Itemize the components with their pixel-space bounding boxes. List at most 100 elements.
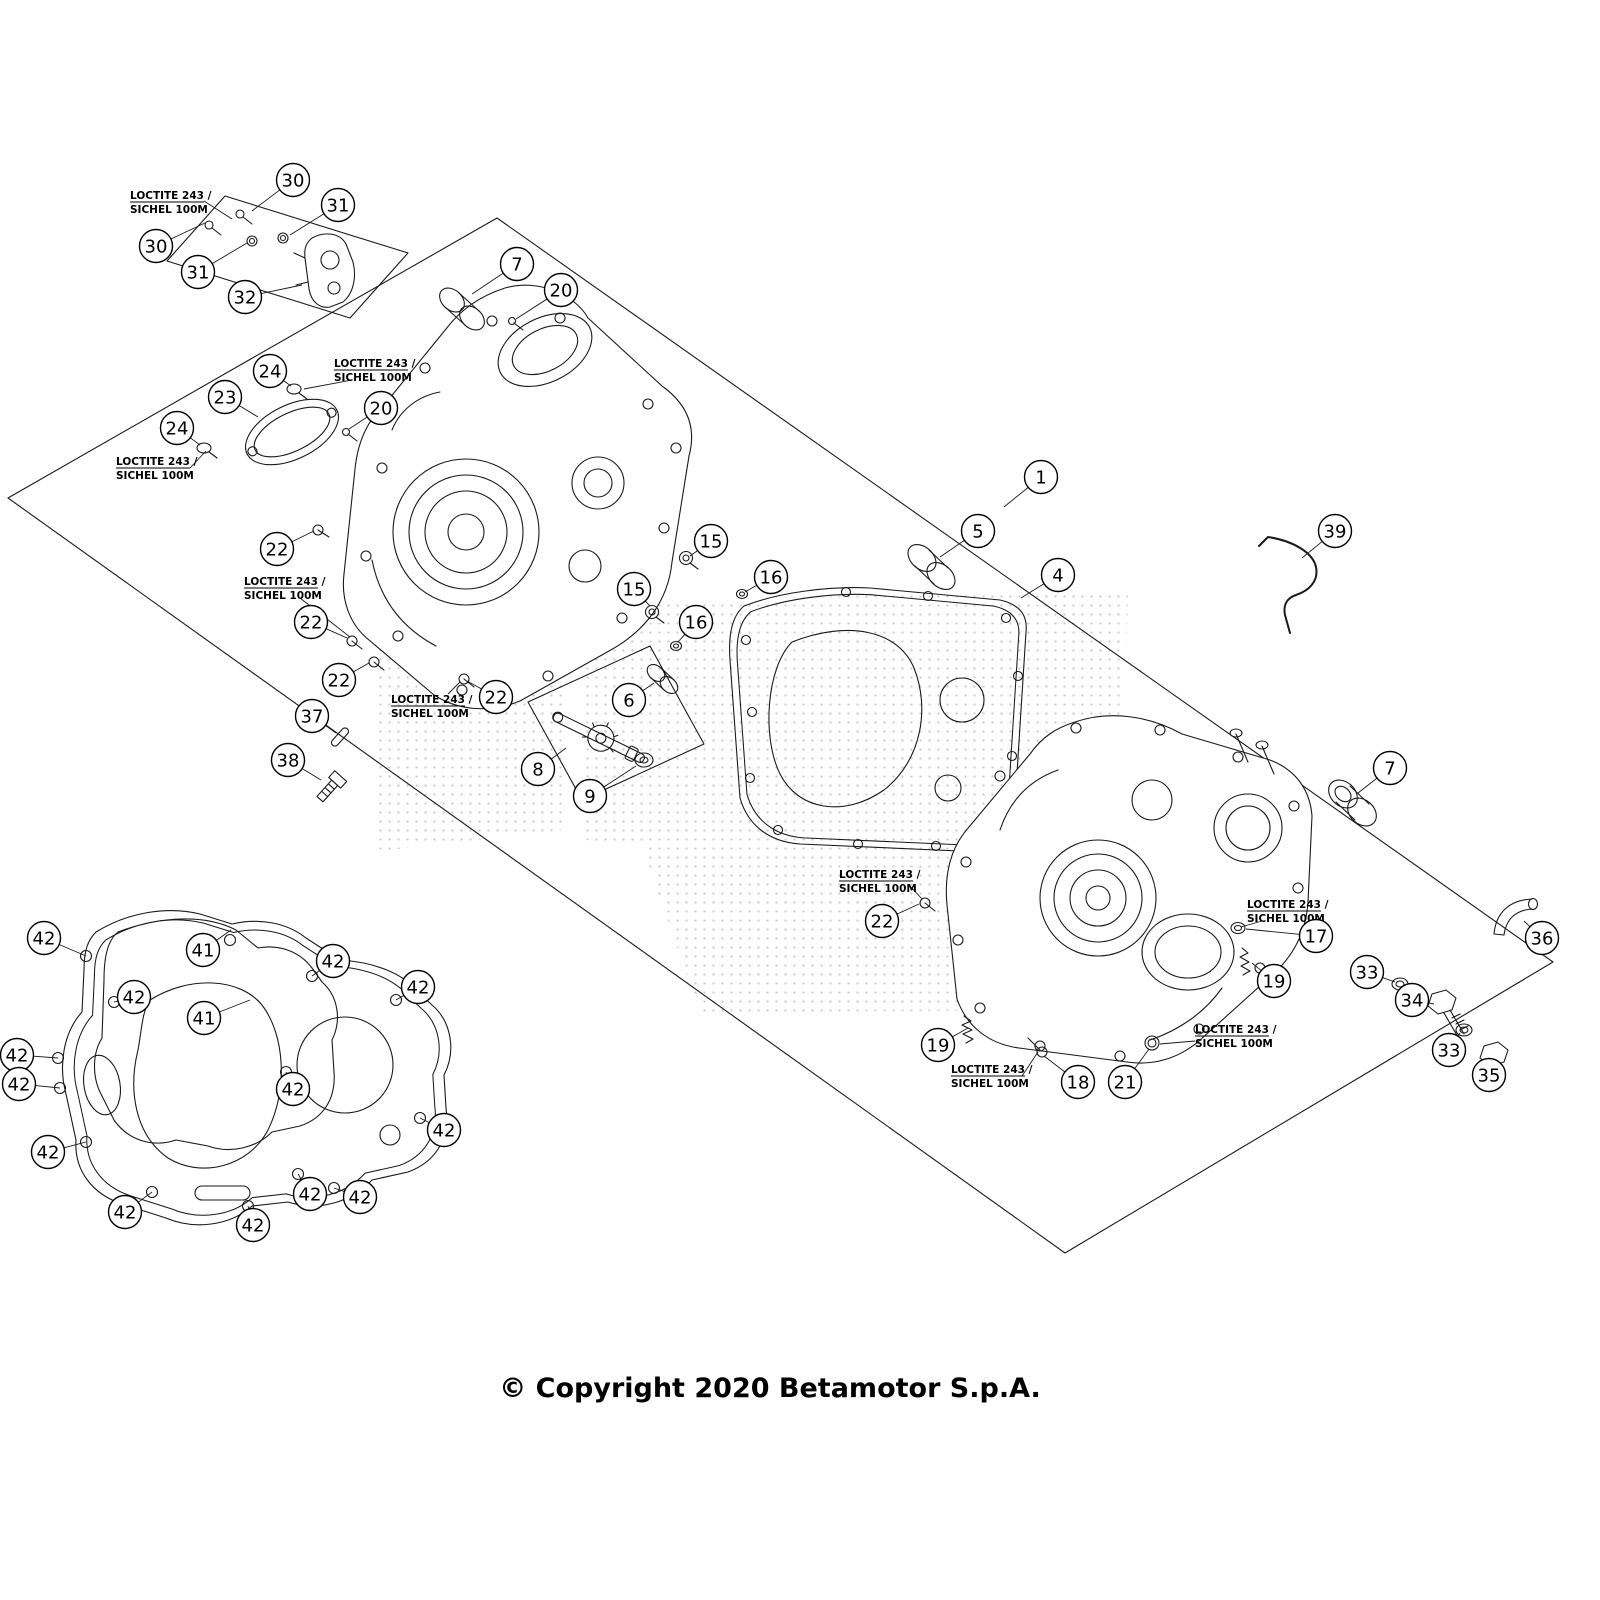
washer-9 — [634, 752, 654, 768]
part-callout-36: 36 — [1523, 920, 1560, 956]
adhesive-note: LOCTITE 243 /SICHEL 100M — [1159, 1024, 1277, 1050]
callout-number: 31 — [187, 263, 210, 284]
plug-22-d — [458, 673, 475, 688]
callout-number: 39 — [1324, 522, 1347, 543]
washer-16-a — [735, 588, 749, 600]
part-callout-35: 35 — [1471, 1057, 1507, 1093]
adhesive-note: LOCTITE 243 /SICHEL 100M — [303, 358, 416, 390]
callout-number: 22 — [871, 912, 894, 933]
part-callout-5: 5 — [939, 513, 996, 558]
part-callout-33: 33 — [1431, 1032, 1467, 1068]
bushing-7-right — [1328, 779, 1377, 827]
adhesive-note: LOCTITE 243 /SICHEL 100M — [1240, 899, 1329, 928]
callout-number: 7 — [1384, 759, 1395, 780]
part-callout-41: 41 — [185, 929, 232, 968]
part-callout-19: 19 — [1251, 962, 1292, 999]
part-callout-42: 42 — [30, 1134, 87, 1170]
part-callout-39: 39 — [1301, 513, 1353, 559]
part-callout-37: 37 — [294, 698, 337, 734]
callout-number: 19 — [927, 1036, 950, 1057]
callout-number: 22 — [328, 671, 351, 692]
callout-number: 42 — [349, 1188, 372, 1209]
gasket-23 — [244, 398, 340, 466]
bracket-32 — [293, 233, 356, 308]
part-callout-16: 16 — [744, 559, 789, 595]
washer-16-b — [669, 640, 683, 652]
part-callout-22: 22 — [259, 530, 315, 567]
part-callout-17: 17 — [1245, 918, 1334, 954]
part-callout-9: 9 — [572, 765, 637, 814]
callout-number: 18 — [1067, 1073, 1090, 1094]
callout-number: 42 — [8, 1075, 31, 1096]
isometric-plane-small — [166, 195, 409, 319]
bushing-7-left — [439, 287, 485, 331]
part-callout-42: 42 — [275, 1071, 311, 1107]
plug-24-b — [196, 442, 218, 459]
part-callout-42: 42 — [113, 979, 152, 1015]
callout-number: 20 — [370, 399, 393, 420]
part-callout-20: 20 — [515, 272, 579, 320]
callout-number: 33 — [1438, 1041, 1461, 1062]
adhesive-note-line2: SICHEL 100M — [130, 204, 208, 216]
callout-number: 4 — [1052, 566, 1063, 587]
callout-number: 42 — [33, 929, 56, 950]
plug-22-c — [368, 656, 385, 671]
callout-number: 7 — [511, 255, 522, 276]
callout-number: 31 — [327, 196, 350, 217]
gasket-42 — [51, 910, 452, 1226]
isometric-plane-shaft — [527, 645, 705, 801]
adhesive-note-line2: SICHEL 100M — [116, 470, 194, 482]
callout-number: 30 — [145, 237, 168, 258]
part-callout-8: 8 — [520, 747, 567, 787]
bolt-34 — [1427, 989, 1469, 1038]
callout-number: 42 — [299, 1185, 322, 1206]
part-callout-22: 22 — [293, 604, 348, 640]
callout-number: 36 — [1531, 929, 1554, 950]
callout-number: 37 — [301, 707, 324, 728]
shaft-8 — [552, 711, 645, 763]
callout-number: 24 — [166, 419, 189, 440]
adhesive-note-line2: SICHEL 100M — [391, 708, 469, 720]
nut-21 — [1144, 1035, 1160, 1051]
adhesive-note-line2: SICHEL 100M — [839, 883, 917, 895]
plug-22-e — [919, 897, 936, 912]
part-callout-22: 22 — [321, 662, 370, 698]
part-callout-42: 42 — [292, 1173, 328, 1212]
part-callout-42: 42 — [419, 1112, 462, 1148]
callout-number: 42 — [37, 1143, 60, 1164]
part-callout-42: 42 — [1, 1066, 61, 1102]
adhesive-note-line1: LOCTITE 243 / — [839, 869, 921, 881]
part-callout-24: 24 — [252, 353, 292, 389]
adhesive-note: LOCTITE 243 /SICHEL 100M — [951, 1051, 1039, 1090]
callout-number: 9 — [584, 787, 595, 808]
copyright-text: © Copyright 2020 Betamotor S.p.A. — [499, 1373, 1040, 1404]
callout-number: 15 — [700, 532, 723, 553]
part-callout-15: 15 — [689, 523, 729, 559]
adhesive-note-line1: LOCTITE 243 / — [116, 456, 198, 468]
nut-31-a — [246, 235, 258, 247]
bolt-30-b — [204, 220, 222, 236]
callout-number: 32 — [234, 288, 257, 309]
part-callout-32: 32 — [227, 279, 303, 315]
part-callout-4: 4 — [1020, 557, 1076, 599]
adhesive-note-line2: SICHEL 100M — [951, 1078, 1029, 1090]
part-callout-21: 21 — [1107, 1048, 1150, 1100]
bushing-5 — [907, 543, 956, 591]
pin-37 — [330, 727, 350, 747]
adhesive-note: LOCTITE 243 /SICHEL 100M — [244, 576, 351, 638]
part-callout-42: 42 — [0, 1037, 59, 1073]
part-callout-30: 30 — [138, 222, 206, 264]
bushing-6 — [646, 663, 679, 695]
part-callout-7: 7 — [471, 246, 535, 295]
part-callout-42: 42 — [311, 943, 351, 979]
part-callout-31: 31 — [180, 242, 248, 290]
callout-number: 22 — [300, 613, 323, 634]
adhesive-note: LOCTITE 243 /SICHEL 100M — [130, 190, 233, 220]
callout-number: 5 — [972, 522, 983, 543]
callout-number: 22 — [485, 688, 508, 709]
callout-number: 19 — [1263, 972, 1286, 993]
callout-number: 23 — [214, 388, 237, 409]
adhesive-note-line2: SICHEL 100M — [1195, 1038, 1273, 1050]
